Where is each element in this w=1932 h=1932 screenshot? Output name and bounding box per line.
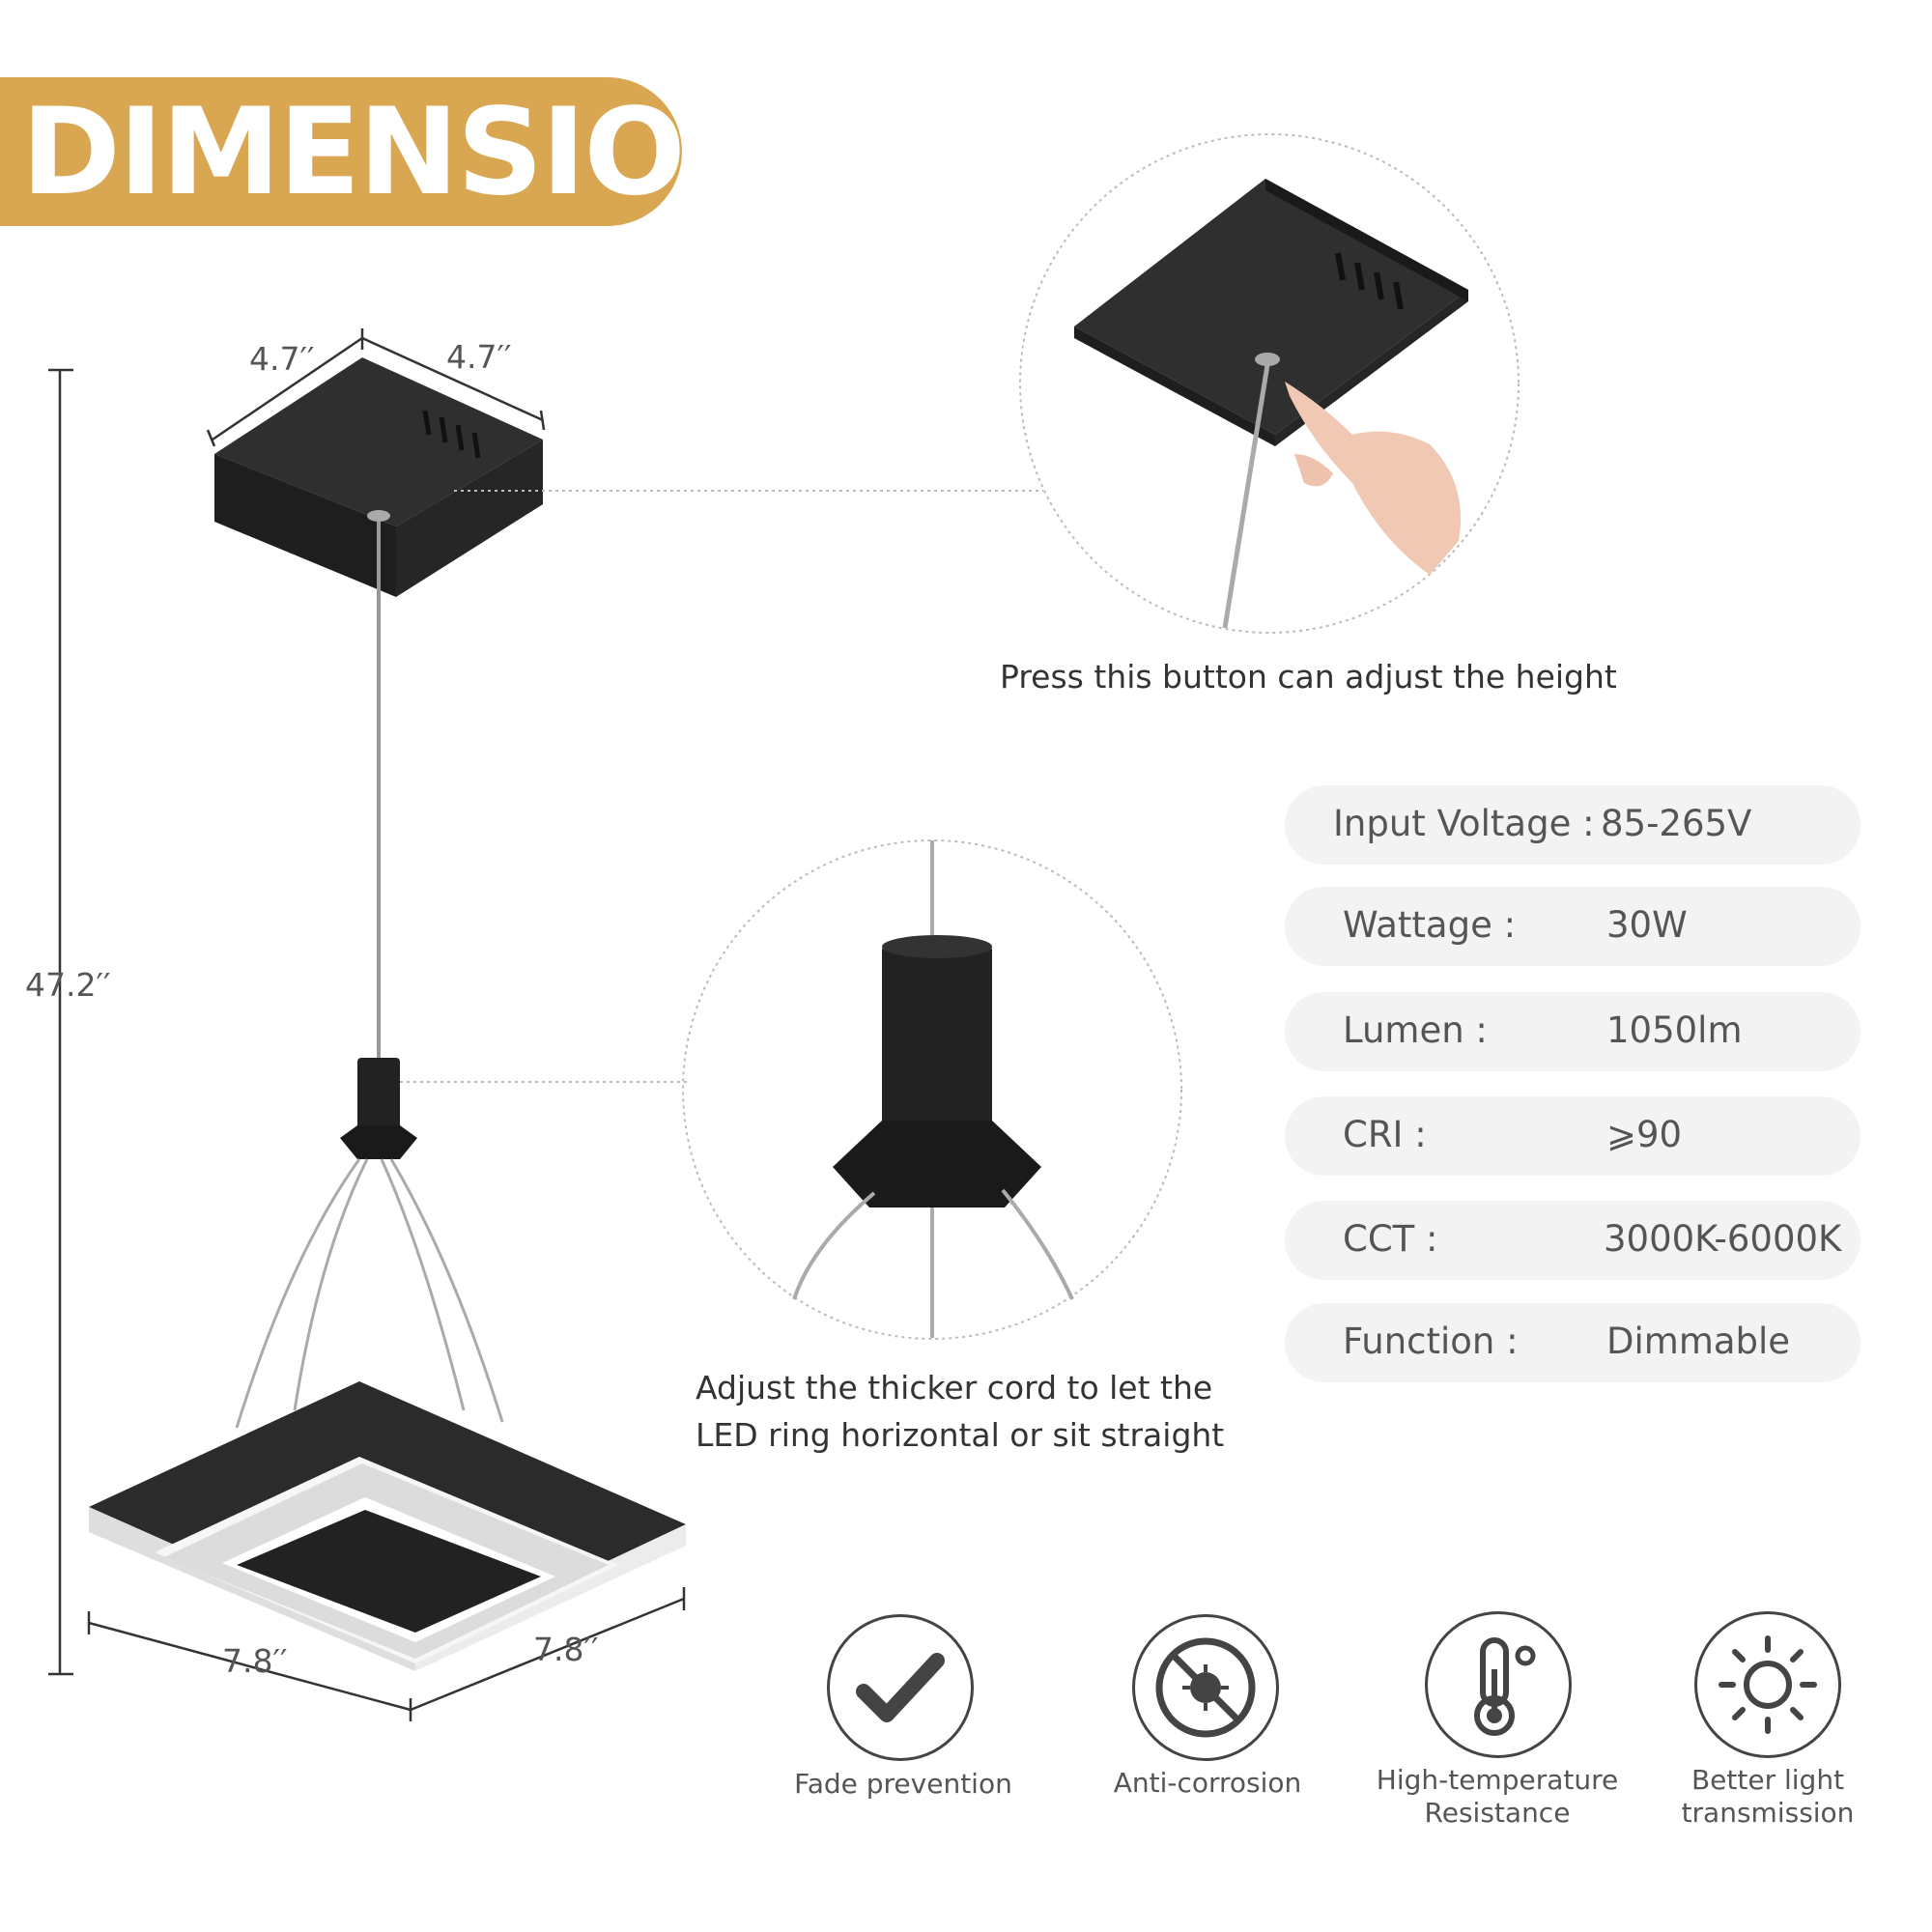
spec-label: Lumen :	[1343, 1009, 1488, 1051]
feature-label-better-light-line1: Better light	[1690, 1764, 1845, 1796]
canopy-width-right-label: 4.7′′	[446, 338, 512, 376]
spec-value: 85-265V	[1601, 803, 1752, 844]
height-label: 47.2′′	[25, 966, 111, 1004]
spec-value: 1050lm	[1606, 1009, 1743, 1051]
button-caption: Press this button can adjust the height	[1000, 658, 1617, 696]
anti-corrosion-icon	[1132, 1614, 1279, 1761]
spec-value: Dimmable	[1606, 1321, 1791, 1362]
spec-row-input-voltage: Input Voltage : 85-265V	[1285, 785, 1861, 865]
spec-row-cct: CCT : 3000K-6000K	[1285, 1201, 1861, 1280]
cord-detail-circle	[682, 839, 1182, 1340]
cord-connector	[340, 1058, 417, 1159]
spec-label: Input Voltage :	[1333, 803, 1595, 844]
height-dimension-line	[48, 368, 73, 1676]
cord-caption-line2: LED ring horizontal or sit straight	[696, 1416, 1225, 1454]
canopy-dimension-lines	[206, 328, 546, 447]
spec-label: Wattage :	[1343, 904, 1517, 946]
spec-row-lumen: Lumen : 1050lm	[1285, 992, 1861, 1071]
feature-label-anti-corrosion: Anti-corrosion	[1113, 1767, 1302, 1799]
cord-caption-line1: Adjust the thicker cord to let the	[696, 1369, 1213, 1406]
square-led-ring	[89, 1381, 686, 1671]
ring-dimension-lines	[87, 1587, 686, 1721]
button-detail-circle	[1019, 133, 1520, 634]
spec-label: CCT :	[1343, 1218, 1438, 1260]
canopy-width-left-label: 4.7′′	[249, 340, 315, 378]
sun-icon	[1694, 1611, 1841, 1758]
spec-row-function: Function : Dimmable	[1285, 1303, 1861, 1382]
spec-value: 3000K-6000K	[1604, 1218, 1842, 1260]
spec-label: Function :	[1343, 1321, 1519, 1362]
feature-label-better-light-line2: transmission	[1681, 1797, 1855, 1829]
checkmark-icon	[827, 1614, 974, 1761]
ring-width-left-label: 7.8′′	[222, 1642, 288, 1680]
feature-label-high-temperature-line2: Resistance	[1424, 1797, 1571, 1829]
feature-label-fade-prevention: Fade prevention	[794, 1768, 1012, 1800]
spec-label: CRI :	[1343, 1114, 1427, 1155]
spec-row-wattage: Wattage : 30W	[1285, 887, 1861, 966]
banner-title: DIMENSION	[21, 83, 784, 222]
spec-row-cri: CRI : ⩾90	[1285, 1096, 1861, 1176]
ring-width-right-label: 7.8′′	[533, 1631, 599, 1668]
spec-value: ⩾90	[1606, 1114, 1683, 1155]
thermometer-icon	[1425, 1611, 1572, 1758]
spec-value: 30W	[1606, 904, 1688, 946]
ceiling-canopy	[214, 357, 543, 597]
dimension-banner: DIMENSION	[0, 77, 784, 226]
feature-label-high-temperature-line1: High-temperature	[1376, 1764, 1619, 1796]
